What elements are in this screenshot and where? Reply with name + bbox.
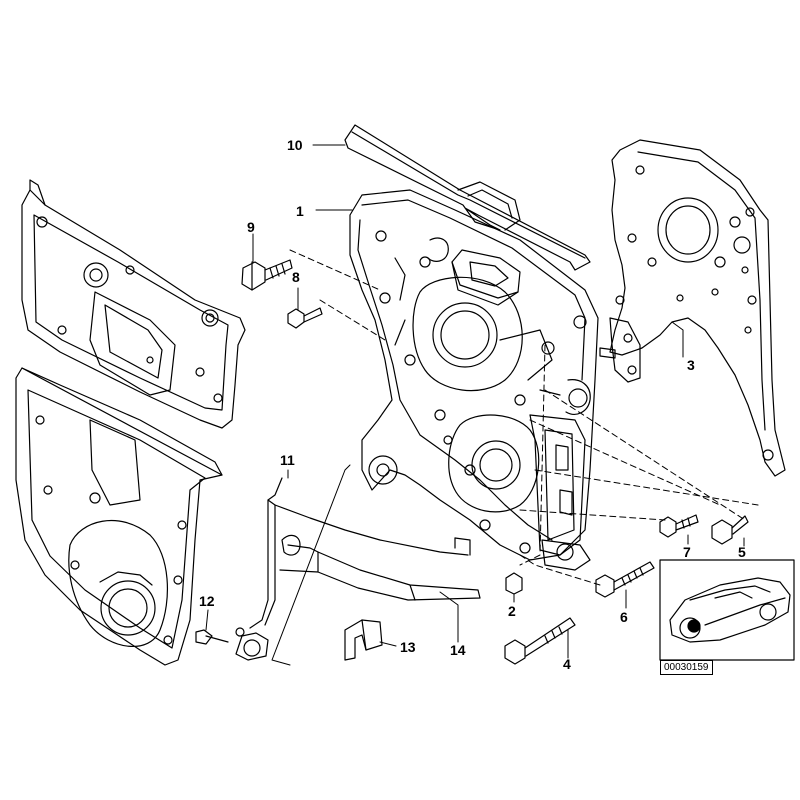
callout-2: 2 <box>508 603 516 619</box>
callout-12: 12 <box>199 593 215 609</box>
sensor-harness-11 <box>235 477 471 661</box>
lower-timing-cover <box>15 367 223 666</box>
bolt-6 <box>595 561 655 598</box>
callout-1: 1 <box>296 203 304 219</box>
timing-case-1 <box>349 189 599 571</box>
assembly-dash-lines <box>289 249 759 586</box>
bolt-8 <box>287 307 323 329</box>
bolt-5 <box>711 515 749 545</box>
bolt-4 <box>504 617 576 665</box>
callout-8: 8 <box>292 269 300 285</box>
gasket-3 <box>599 139 786 477</box>
clip-13 <box>344 619 383 661</box>
callout-7: 7 <box>683 544 691 560</box>
upper-timing-cover <box>21 179 246 429</box>
nut-2 <box>505 572 523 595</box>
callout-6: 6 <box>620 609 628 625</box>
car-locator-thumbnail <box>659 559 795 661</box>
bolt-12 <box>195 629 229 645</box>
callout-14: 14 <box>450 642 466 658</box>
callout-11: 11 <box>280 452 295 468</box>
callout-4: 4 <box>563 656 571 672</box>
bolt-7 <box>659 514 699 538</box>
bolt-9 <box>241 259 293 291</box>
callout-leaders <box>205 144 745 666</box>
callout-5: 5 <box>738 544 746 560</box>
callout-3: 3 <box>687 357 695 373</box>
bracket-14 <box>279 551 481 601</box>
gasket-10 <box>344 124 591 271</box>
callout-10: 10 <box>287 137 303 153</box>
callout-13: 13 <box>400 639 416 655</box>
callout-9: 9 <box>247 219 255 235</box>
thumbnail-code-label: 00030159 <box>660 660 713 675</box>
